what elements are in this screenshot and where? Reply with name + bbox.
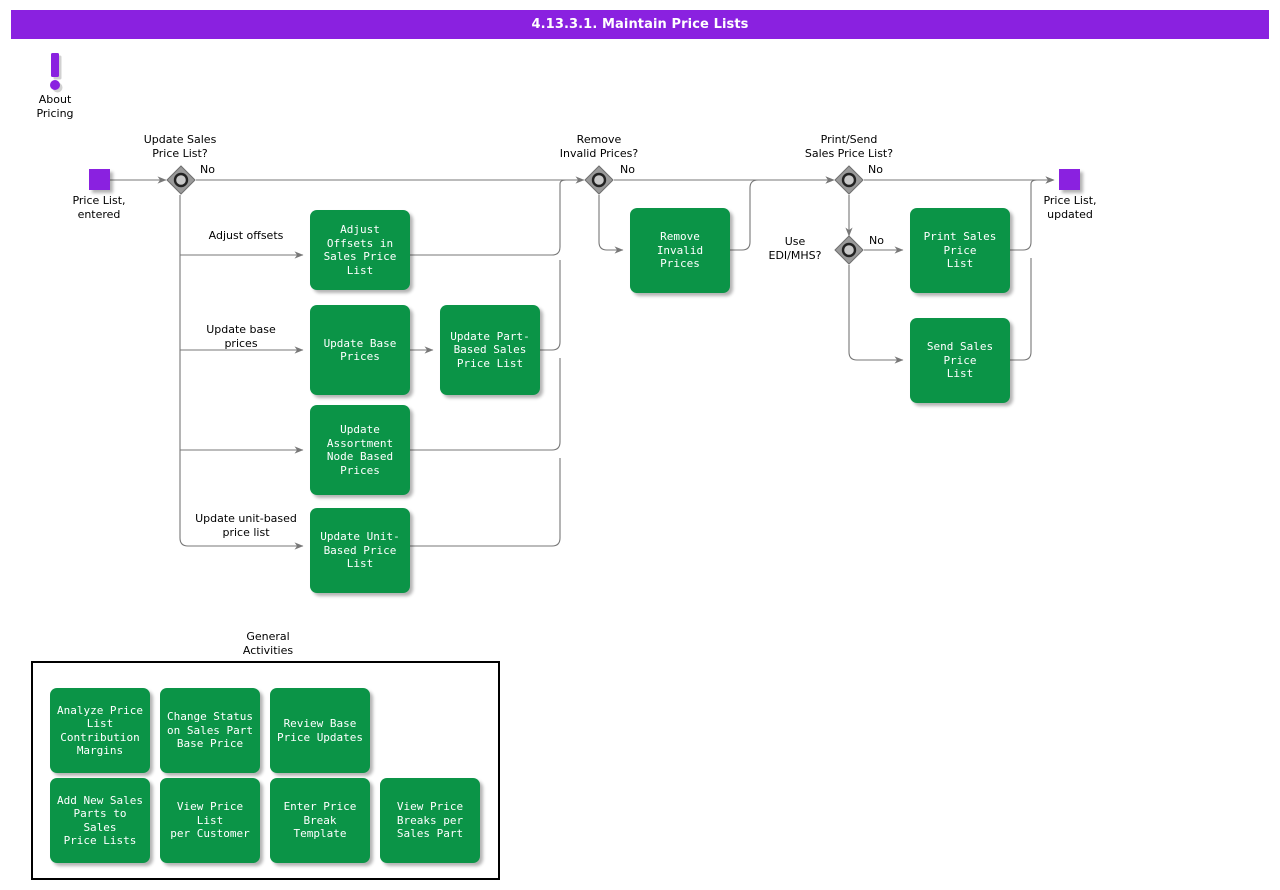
activity-change-status-on-sales-part-base-price[interactable]: Change Status on Sales Part Base Price xyxy=(160,688,260,773)
decision-print-send-sales-price-list-label: Print/Send Sales Price List? xyxy=(804,133,894,160)
decision-remove-invalid-prices-no-label: No xyxy=(620,163,635,176)
decision-use-edi-mhs-no-label: No xyxy=(869,234,884,247)
page-title: 4.13.3.1. Maintain Price Lists xyxy=(531,17,749,32)
decision-remove-invalid-prices-label: Remove Invalid Prices? xyxy=(559,133,639,160)
info-marker-label: About Pricing xyxy=(36,93,74,120)
activity-update-assortment-node-based-prices[interactable]: Update Assortment Node Based Prices xyxy=(310,405,410,495)
decision-use-edi-mhs[interactable] xyxy=(834,235,864,265)
branch-label-update-base-prices: Update base prices xyxy=(206,323,276,350)
decision-remove-invalid-prices[interactable] xyxy=(584,165,614,195)
start-node-label: Price List, entered xyxy=(72,194,126,221)
end-node-label: Price List, updated xyxy=(1043,194,1097,221)
window-title-bar: 4.13.3.1. Maintain Price Lists xyxy=(11,10,1269,39)
activity-adjust-offsets-in-sales-price-list[interactable]: Adjust Offsets in Sales Price List xyxy=(310,210,410,290)
exclamation-icon[interactable] xyxy=(47,52,65,96)
activity-view-price-breaks-per-sales-part[interactable]: View Price Breaks per Sales Part xyxy=(380,778,480,863)
start-node-price-list-entered[interactable] xyxy=(89,169,110,190)
end-node-price-list-updated[interactable] xyxy=(1059,169,1080,190)
decision-update-sales-price-list-no-label: No xyxy=(200,163,215,176)
activity-update-unit-based-price-list[interactable]: Update Unit- Based Price List xyxy=(310,508,410,593)
general-activities-title: General Activities xyxy=(242,630,294,657)
activity-add-new-sales-parts-to-sales-price-lists[interactable]: Add New Sales Parts to Sales Price Lists xyxy=(50,778,150,863)
decision-update-sales-price-list[interactable] xyxy=(166,165,196,195)
decision-use-edi-mhs-label: Use EDI/MHS? xyxy=(768,235,822,262)
activity-remove-invalid-prices[interactable]: Remove Invalid Prices xyxy=(630,208,730,293)
activity-send-sales-price-list[interactable]: Send Sales Price List xyxy=(910,318,1010,403)
activity-enter-price-break-template[interactable]: Enter Price Break Template xyxy=(270,778,370,863)
activity-view-price-list-per-customer[interactable]: View Price List per Customer xyxy=(160,778,260,863)
activity-review-base-price-updates[interactable]: Review Base Price Updates xyxy=(270,688,370,773)
activity-update-base-prices[interactable]: Update Base Prices xyxy=(310,305,410,395)
decision-print-send-sales-price-list-no-label: No xyxy=(868,163,883,176)
activity-print-sales-price-list[interactable]: Print Sales Price List xyxy=(910,208,1010,293)
activity-analyze-price-list-contribution-margins[interactable]: Analyze Price List Contribution Margins xyxy=(50,688,150,773)
branch-label-update-unit-based-price-list: Update unit-based price list xyxy=(195,512,297,539)
decision-update-sales-price-list-label: Update Sales Price List? xyxy=(143,133,217,160)
branch-label-adjust-offsets: Adjust offsets xyxy=(208,229,284,242)
activity-update-part-based-sales-price-list[interactable]: Update Part- Based Sales Price List xyxy=(440,305,540,395)
decision-print-send-sales-price-list[interactable] xyxy=(834,165,864,195)
